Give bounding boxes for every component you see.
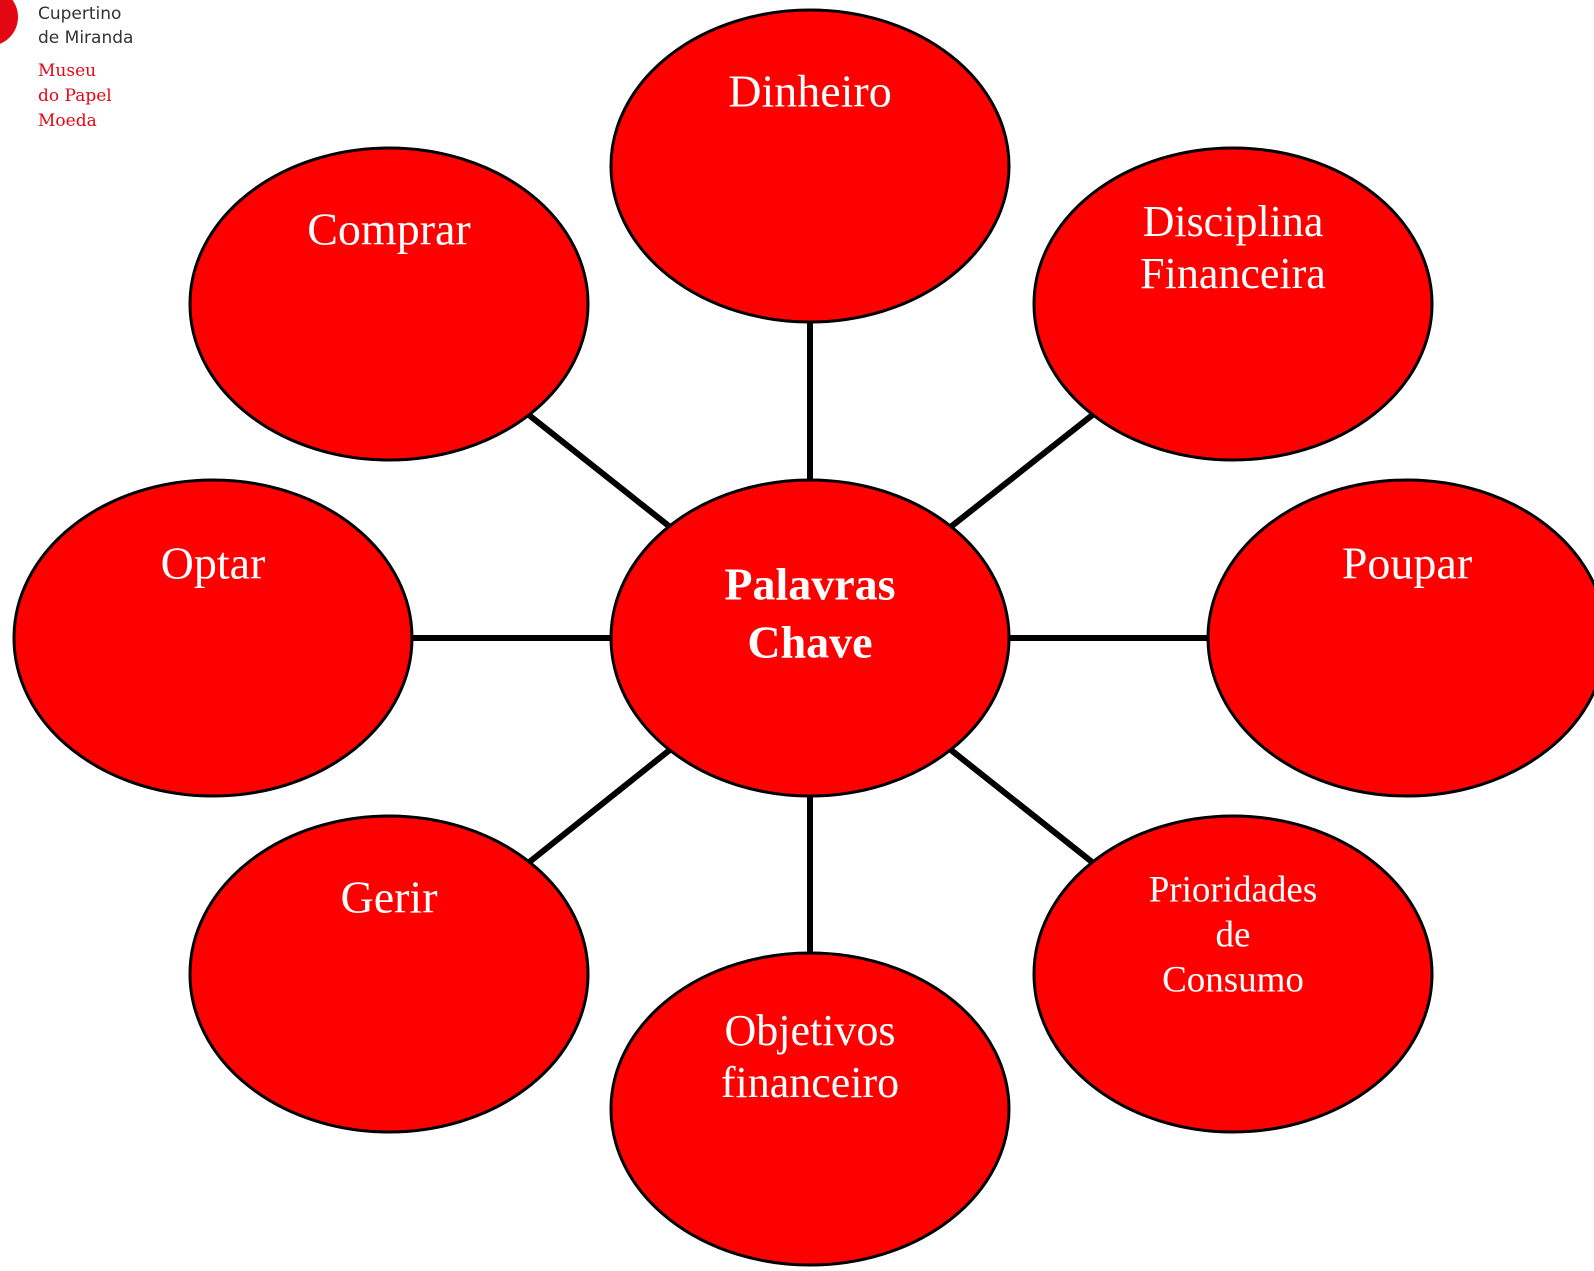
node-label: Comprar <box>307 204 471 255</box>
node-ellipse <box>609 951 1011 1267</box>
node-label: Dinheiro <box>728 66 892 117</box>
node-comprar: Comprar <box>188 146 590 462</box>
node-label: Financeira <box>1140 249 1326 298</box>
logo-text-line: do Papel <box>38 86 112 106</box>
node-label: Gerir <box>340 872 437 923</box>
node-label: financeiro <box>721 1058 899 1107</box>
node-label: de <box>1216 914 1251 955</box>
node-gerir: Gerir <box>188 814 590 1134</box>
node-ellipse <box>609 8 1011 324</box>
node-ellipse <box>1032 146 1434 462</box>
node-ellipse <box>188 814 590 1134</box>
museum-logo: Cupertino de Miranda Museu do Papel Moed… <box>0 0 150 140</box>
node-label: Prioridades <box>1149 869 1318 910</box>
node-label: Consumo <box>1162 959 1304 1000</box>
node-ellipse <box>12 478 414 798</box>
node-ellipse <box>1206 478 1594 798</box>
node-label: Disciplina <box>1143 197 1324 246</box>
node-optar: Optar <box>12 478 414 798</box>
node-ellipse <box>188 146 590 462</box>
logo-text-line: Cupertino <box>38 4 122 24</box>
logo-text-line: de Miranda <box>38 28 134 48</box>
logo-text-line: Museu <box>38 61 97 81</box>
node-ellipse <box>609 478 1011 798</box>
logo-text-line: Moeda <box>38 111 97 131</box>
node-label: Optar <box>161 538 266 589</box>
node-label: Objetivos <box>724 1006 895 1055</box>
node-dinheiro: Dinheiro <box>609 8 1011 324</box>
node-poupar: Poupar <box>1206 478 1594 798</box>
node-label: Poupar <box>1342 538 1472 589</box>
node-ellipse <box>1032 814 1434 1134</box>
node-label: Palavras <box>724 559 895 610</box>
node-label: Chave <box>747 617 872 668</box>
